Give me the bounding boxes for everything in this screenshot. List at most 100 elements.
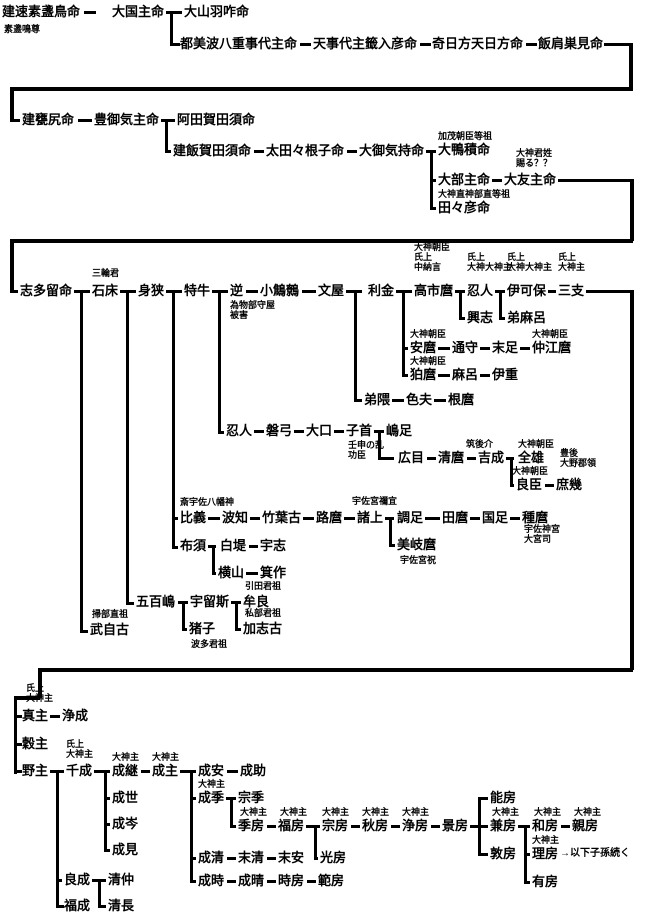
connector-line bbox=[389, 544, 395, 547]
connector-line bbox=[307, 880, 316, 883]
connector-line bbox=[545, 484, 554, 487]
person-node: 範房 bbox=[318, 873, 345, 888]
annotation-label: 引田君祖 bbox=[245, 581, 282, 591]
person-node: 福成 bbox=[64, 898, 91, 913]
connector-line bbox=[306, 825, 320, 828]
connector-line bbox=[347, 150, 357, 153]
connector-line bbox=[126, 290, 129, 605]
person-node: 伊可保 bbox=[507, 283, 547, 298]
person-node: 成助 bbox=[240, 763, 267, 778]
annotation-label: 大神主 bbox=[240, 807, 268, 817]
connector-line bbox=[492, 179, 502, 182]
connector-line bbox=[10, 87, 633, 91]
connector-line bbox=[524, 881, 530, 884]
annotation-label: 大神主 bbox=[362, 807, 390, 817]
annotation-label: 大神主 bbox=[26, 693, 54, 703]
connector-line bbox=[303, 517, 314, 520]
connector-line bbox=[246, 572, 258, 575]
connector-line bbox=[548, 290, 556, 293]
person-node: 飯肩巣見命 bbox=[538, 36, 604, 51]
connector-line bbox=[230, 825, 236, 828]
person-node: 調足 bbox=[397, 510, 424, 525]
person-node: 光房 bbox=[320, 850, 347, 865]
connector-line bbox=[190, 857, 196, 860]
connector-line bbox=[38, 670, 42, 698]
connector-line bbox=[510, 484, 514, 487]
annotation-label: 筑後介 bbox=[466, 439, 494, 449]
connector-line bbox=[402, 347, 408, 350]
person-node: 大鴨積命 bbox=[438, 142, 491, 157]
connector-line bbox=[520, 347, 530, 350]
person-node: 磐弓 bbox=[266, 423, 293, 438]
connector-line bbox=[480, 374, 490, 377]
person-node: 嶋足 bbox=[386, 423, 413, 438]
person-node: 志多留命 bbox=[20, 283, 73, 298]
annotation-label: 大神大神主 bbox=[507, 262, 553, 272]
connector-line bbox=[586, 290, 632, 293]
person-node: 成清 bbox=[198, 850, 225, 865]
connector-line bbox=[604, 43, 632, 46]
person-node: 成継 bbox=[112, 763, 139, 778]
person-node: 福房 bbox=[278, 818, 305, 833]
person-node: 和房 bbox=[532, 818, 559, 833]
annotation-label: 大神主 bbox=[198, 779, 226, 789]
connector-line bbox=[14, 770, 22, 773]
person-node: 千成 bbox=[66, 763, 93, 778]
person-node: 大山羽咋命 bbox=[184, 4, 250, 19]
person-node: 有房 bbox=[532, 874, 559, 889]
connector-line bbox=[38, 668, 633, 672]
person-node: 成世 bbox=[112, 790, 139, 805]
person-node: 季房 bbox=[238, 818, 265, 833]
annotation-label: 加茂朝臣等祖 bbox=[438, 131, 493, 141]
annotation-label: 波多君祖 bbox=[191, 639, 228, 649]
connector-line bbox=[354, 399, 362, 402]
connector-line bbox=[104, 823, 110, 826]
person-node: 田麿 bbox=[442, 510, 469, 525]
person-node: 良成 bbox=[64, 872, 91, 887]
connector-line bbox=[170, 11, 173, 45]
connector-line bbox=[14, 715, 22, 718]
annotation-label: 中納言 bbox=[414, 262, 442, 272]
connector-line bbox=[98, 879, 101, 907]
connector-line bbox=[480, 347, 490, 350]
person-node: 穀主 bbox=[22, 736, 49, 751]
connector-line bbox=[166, 11, 182, 14]
connector-line bbox=[459, 317, 465, 320]
person-node: 能房 bbox=[490, 790, 517, 805]
annotation-label: 私部君祖 bbox=[245, 608, 282, 618]
person-node: 麻呂 bbox=[452, 367, 479, 382]
connector-line bbox=[558, 179, 632, 182]
connector-line bbox=[250, 517, 260, 520]
person-node: 竹葉古 bbox=[262, 510, 302, 525]
person-node: 伊重 bbox=[492, 367, 519, 382]
person-node: 大友主命 bbox=[504, 172, 557, 187]
connector-line bbox=[212, 545, 215, 574]
person-node: 清長 bbox=[108, 898, 135, 913]
annotation-label: 宇佐神宮 bbox=[524, 524, 561, 534]
annotation-label: 氏上 bbox=[26, 683, 45, 693]
person-node: 全雄 bbox=[518, 450, 545, 465]
connector-line bbox=[182, 628, 187, 631]
person-node: 建速素盞鳥命 bbox=[2, 4, 81, 19]
person-node: 宗季 bbox=[238, 790, 265, 805]
connector-line bbox=[561, 825, 570, 828]
connector-line bbox=[459, 290, 462, 319]
person-node: 波知 bbox=[222, 510, 249, 525]
connector-line bbox=[267, 825, 276, 828]
person-node: 高市麿 bbox=[414, 283, 454, 298]
annotation-label: 大宮司 bbox=[524, 534, 552, 544]
connector-line bbox=[94, 770, 110, 773]
person-node: 成季 bbox=[198, 790, 225, 805]
annotation-label: 素盞鳴尊 bbox=[4, 24, 41, 34]
person-node: 庶幾 bbox=[556, 477, 583, 492]
connector-line bbox=[402, 374, 408, 377]
connector-line bbox=[104, 797, 110, 800]
connector-line bbox=[438, 347, 450, 350]
connector-line bbox=[14, 743, 22, 746]
person-node: 敦房 bbox=[490, 846, 517, 861]
connector-line bbox=[218, 431, 224, 434]
person-node: 布須 bbox=[180, 538, 207, 553]
person-node: 狛麿 bbox=[410, 367, 437, 382]
connector-line bbox=[56, 905, 64, 908]
